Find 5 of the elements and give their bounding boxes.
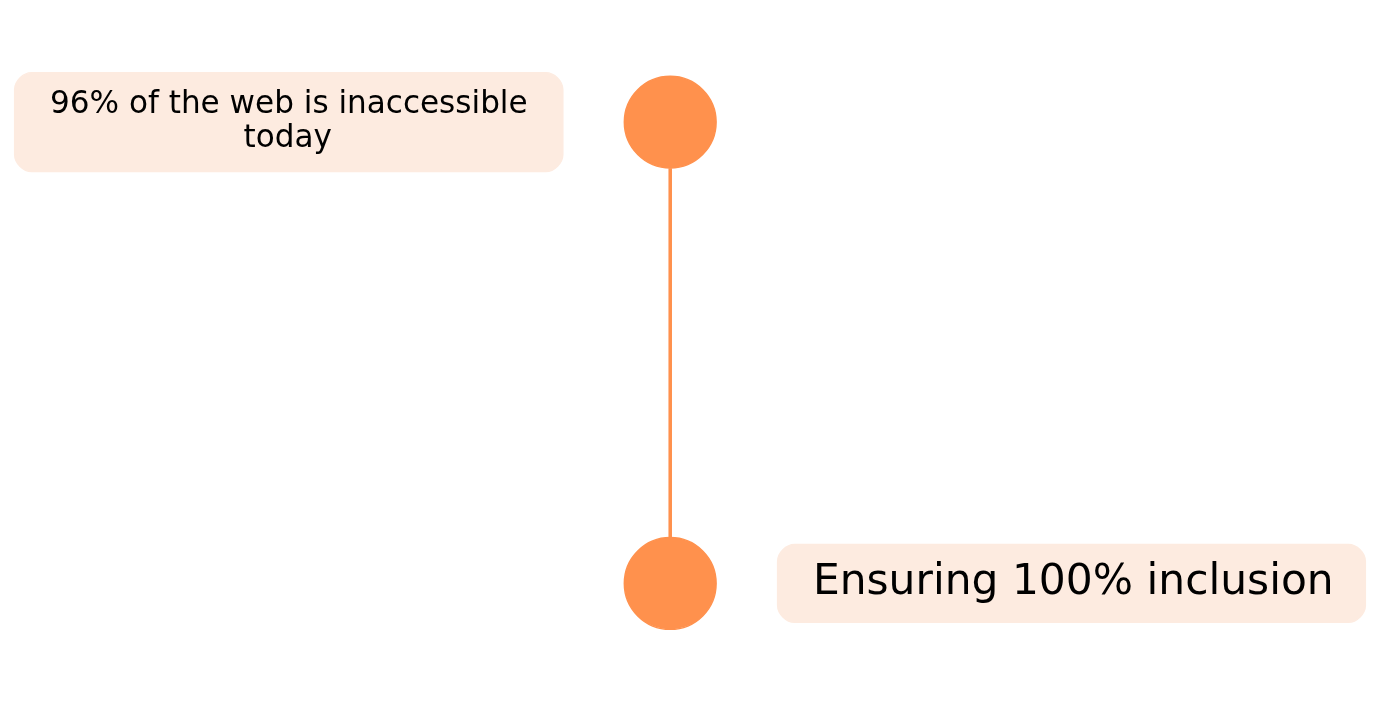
node-circle	[623, 75, 717, 169]
node-box: Ensuring 100% inclusion	[776, 543, 1367, 623]
connector	[668, 168, 672, 538]
node-circle	[623, 536, 717, 631]
node-box: 96% of the web is inaccessible today	[13, 71, 564, 173]
